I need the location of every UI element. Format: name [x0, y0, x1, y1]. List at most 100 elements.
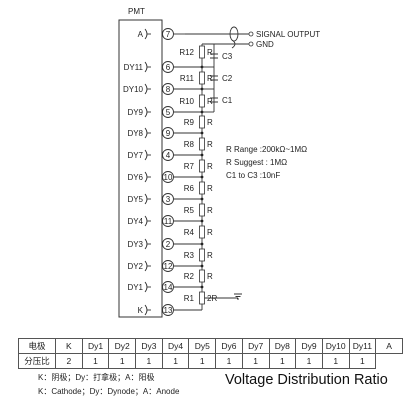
pin-number: 2 [166, 240, 171, 249]
ratio-value-cell: 1 [135, 353, 163, 369]
pin-bracket-icon [144, 127, 148, 139]
pin-number: 6 [166, 63, 171, 72]
junction-dot [200, 197, 204, 201]
pmt-label: PMT [128, 7, 145, 16]
signal-output-label: SIGNAL OUTPUT [256, 30, 320, 39]
ratio-header-cell: Dy8 [268, 338, 297, 354]
ratio-header-cell: Dy1 [81, 338, 110, 354]
junction-dot [200, 242, 204, 246]
resistor-symbol [199, 71, 205, 85]
pin-number-circle [162, 61, 174, 73]
pin-bracket-icon [144, 193, 148, 205]
legend-chinese: K：阴极；Dy：打拿极；A：阳极 [38, 373, 155, 382]
pin-number: 14 [164, 283, 173, 292]
resistor-name: R1 [184, 294, 195, 303]
gnd-terminal-icon [248, 41, 254, 47]
resistor-name: R10 [179, 97, 194, 106]
ratio-value-cell: 1 [215, 353, 243, 369]
resistor-name: R7 [184, 162, 195, 171]
pin-label: DY3 [127, 240, 143, 249]
pin-number: 10 [164, 173, 173, 182]
pin-number: 11 [164, 217, 173, 226]
ratio-header-cell: Dy7 [241, 338, 270, 354]
junction-dot [200, 175, 204, 179]
pin-bracket-icon [144, 304, 148, 316]
pmt-body [118, 19, 163, 318]
resistor-name: R11 [180, 74, 195, 83]
resistor-name: R4 [184, 228, 195, 237]
pin-number-circle [162, 281, 174, 293]
ratio-value-cell: 1 [108, 353, 137, 369]
pin-label: DY2 [127, 262, 143, 271]
resistor-symbol [199, 115, 205, 129]
gnd-label: GND [256, 40, 274, 49]
pin-label: DY9 [127, 108, 143, 117]
pin-number-circle [162, 171, 174, 183]
ground-icon [234, 293, 242, 300]
resistor-symbol [199, 159, 205, 173]
ratio-header-cell: Dy9 [295, 338, 323, 354]
ratio-header-cell: Dy2 [108, 338, 137, 354]
ratio-header-cell: Dy11 [348, 338, 377, 354]
pin-number-circle [162, 260, 174, 272]
signal-terminal-icon [248, 31, 254, 37]
shield-icon [231, 39, 236, 49]
junction-dot [200, 219, 204, 223]
ratio-value-cell: 2 [55, 353, 83, 369]
pin-number-circle [162, 193, 174, 205]
resistor-name: R3 [184, 251, 195, 260]
pin-bracket-icon [144, 215, 148, 227]
junction-dot [200, 264, 204, 268]
ratio-header-cell: Dy5 [188, 338, 217, 354]
pin-number: 4 [166, 151, 171, 160]
pin-number: 12 [164, 262, 173, 271]
resistor-name: R8 [184, 140, 195, 149]
pin-bracket-icon [144, 149, 148, 161]
resistor-value: R [207, 206, 213, 215]
resistor-value: R [207, 48, 213, 57]
ratio-header-cell: Dy6 [215, 338, 243, 354]
note-r-range: R Range :200kΩ~1MΩ [226, 145, 307, 154]
pin-number-circle [162, 127, 174, 139]
ratio-value-cell: 1 [241, 353, 270, 369]
pin-number-circle [162, 83, 174, 95]
note-r-suggest: R Suggest : 1MΩ [226, 158, 287, 167]
resistor-value: R [207, 140, 213, 149]
resistor-value: R [207, 74, 213, 83]
resistor-value: R [207, 184, 213, 193]
resistor-symbol [199, 248, 205, 262]
pin-bracket-icon [144, 171, 148, 183]
resistor-symbol [199, 291, 205, 305]
resistor-symbol [199, 269, 205, 283]
resistor-value: 2R [207, 294, 217, 303]
resistor-value: R [207, 162, 213, 171]
pin-number: 8 [166, 85, 171, 94]
ratio-header-cell: K [55, 338, 83, 354]
ratio-header-cell: Dy3 [135, 338, 163, 354]
ratio-header-cell: Dy4 [161, 338, 190, 354]
ratio-value-cell: 1 [321, 353, 350, 369]
ratio-value-cell: 分压比 [18, 353, 56, 369]
pin-label: DY7 [127, 151, 143, 160]
pin-label: DY11 [124, 63, 144, 72]
pin-label: K [138, 306, 144, 315]
note-capacitors: C1 to C3 :10nF [226, 171, 280, 180]
ratio-value-cell: 1 [161, 353, 190, 369]
pin-label: A [138, 30, 144, 39]
resistor-value: R [207, 272, 213, 281]
pin-number: 5 [166, 108, 171, 117]
pin-bracket-icon [144, 28, 148, 40]
pin-label: DY5 [127, 195, 143, 204]
ratio-header-cell: A [375, 338, 403, 354]
capacitor-name: C2 [222, 74, 233, 83]
legend-english: K：Cathode；Dy：Dynode；A：Anode [38, 387, 180, 396]
resistor-symbol [199, 181, 205, 195]
pin-label: DY1 [127, 283, 143, 292]
resistor-value: R [207, 251, 213, 260]
resistor-name: R6 [184, 184, 195, 193]
resistor-symbol [199, 94, 205, 108]
